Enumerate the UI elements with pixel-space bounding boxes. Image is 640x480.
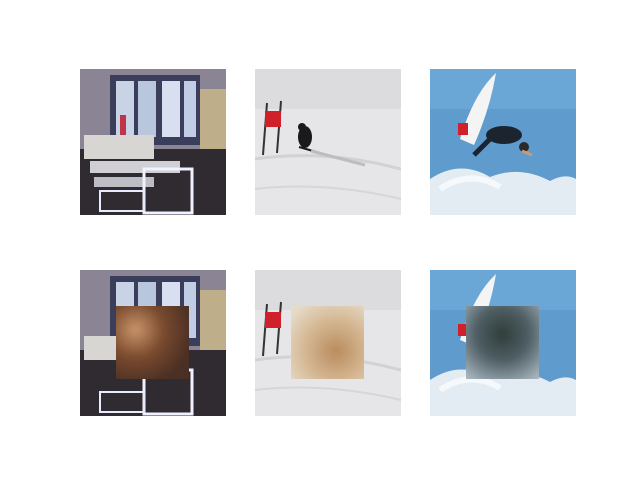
image-surf-masked: [430, 270, 576, 416]
blurred-patch: [291, 306, 364, 379]
image-surf-original: [430, 69, 576, 215]
image-ski-original: [255, 69, 401, 215]
blurred-patch: [116, 306, 189, 379]
surf-scene: [430, 69, 576, 215]
image-ski-masked: [255, 270, 401, 416]
image-office-original: [80, 69, 226, 215]
image-office-masked: [80, 270, 226, 416]
blurred-patch: [466, 306, 539, 379]
ski-scene: [255, 69, 401, 215]
office-scene: [80, 69, 226, 215]
